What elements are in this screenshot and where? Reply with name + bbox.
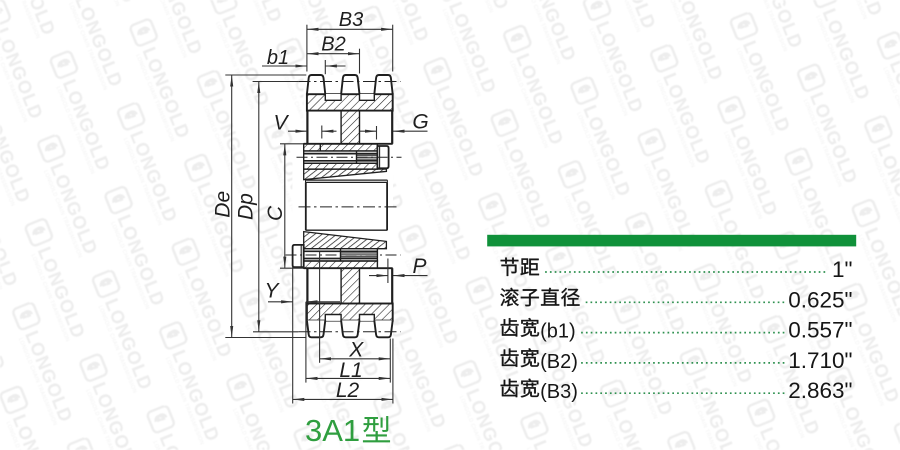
svg-text:1.710": 1.710" — [788, 348, 852, 373]
svg-text:(b1): (b1) — [540, 321, 576, 343]
svg-text:L2: L2 — [336, 379, 360, 402]
svg-text:(B3): (B3) — [540, 381, 578, 403]
svg-text:Dp: Dp — [235, 193, 258, 220]
svg-text:0.557": 0.557" — [788, 318, 852, 343]
svg-text:b1: b1 — [267, 47, 289, 69]
svg-text:C: C — [264, 205, 287, 221]
svg-text:1": 1" — [832, 257, 853, 282]
svg-text:B3: B3 — [339, 9, 363, 31]
svg-text:(B2): (B2) — [540, 351, 578, 373]
svg-text:G: G — [412, 111, 428, 134]
svg-text:V: V — [273, 112, 289, 135]
svg-text:0.625": 0.625" — [788, 287, 852, 312]
svg-text:L1: L1 — [339, 359, 362, 382]
svg-text:Y: Y — [264, 279, 280, 302]
svg-text:P: P — [412, 255, 426, 278]
svg-text:3A1: 3A1 — [305, 413, 360, 448]
svg-text:De: De — [212, 191, 235, 218]
svg-text:X: X — [348, 338, 364, 361]
svg-text:2.863": 2.863" — [788, 378, 852, 403]
svg-text:B2: B2 — [321, 34, 345, 56]
